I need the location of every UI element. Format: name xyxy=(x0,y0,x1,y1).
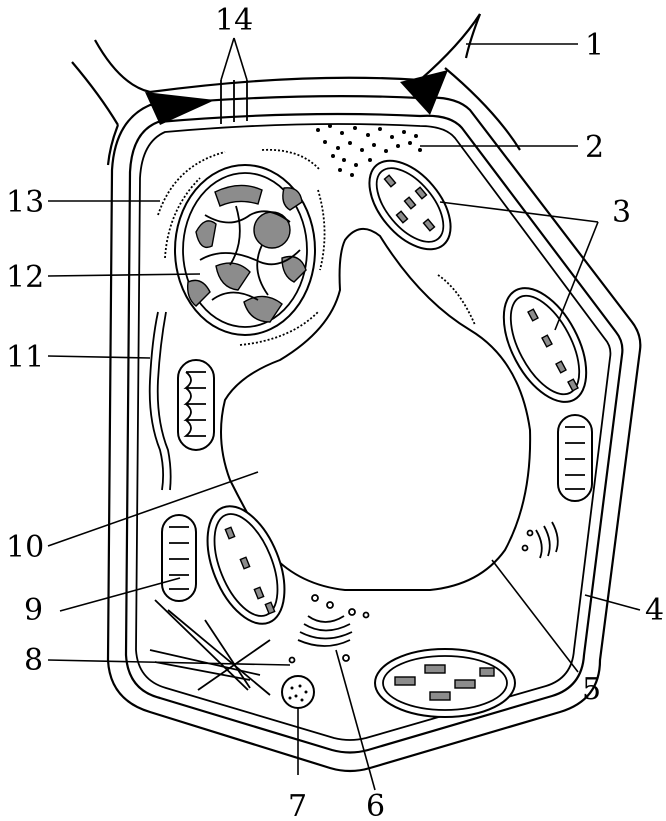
label-13: 13 xyxy=(6,185,44,220)
label-3: 3 xyxy=(612,195,631,230)
label-8: 8 xyxy=(24,643,43,678)
vesicle xyxy=(282,676,314,708)
label-1: 1 xyxy=(585,28,604,63)
label-5: 5 xyxy=(582,672,601,707)
mitochondrion-right xyxy=(558,415,592,501)
mitochondrion-left-upper xyxy=(178,360,214,450)
smooth-er xyxy=(150,312,171,490)
label-10: 10 xyxy=(6,530,44,565)
label-4: 4 xyxy=(645,593,664,628)
golgi-apparatus xyxy=(290,595,369,663)
junction-wedge-right xyxy=(400,70,448,115)
neighbor-cell-walls xyxy=(72,14,520,165)
label-2: 2 xyxy=(585,130,604,165)
label-9: 9 xyxy=(24,593,43,628)
chloroplast-bottom xyxy=(375,649,515,717)
mitochondrion-left-lower xyxy=(162,515,196,601)
nucleus xyxy=(175,165,315,335)
label-11: 11 xyxy=(6,340,44,375)
label-6: 6 xyxy=(366,789,385,821)
label-7: 7 xyxy=(288,789,307,821)
label-14: 14 xyxy=(215,3,253,38)
golgi-small xyxy=(523,522,558,558)
label-12: 12 xyxy=(6,260,44,295)
